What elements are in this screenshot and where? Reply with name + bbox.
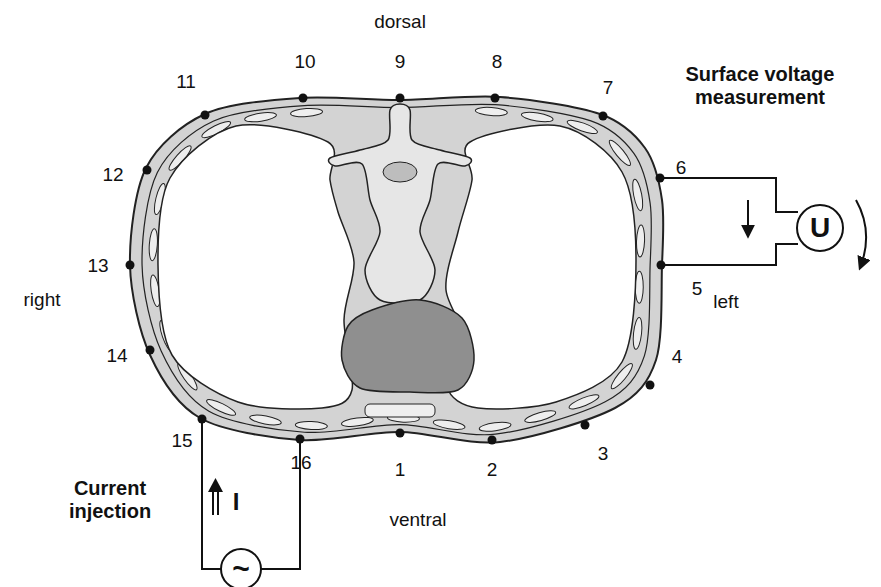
source-circle: ~ (220, 548, 262, 587)
rib (479, 421, 512, 433)
electrode-number: 2 (487, 459, 498, 481)
rib (295, 421, 327, 431)
symbol-text: U (810, 214, 830, 242)
label: dorsal (374, 11, 426, 33)
electrode (126, 261, 135, 270)
label: ventral (389, 509, 446, 531)
rib (244, 111, 277, 123)
rib (249, 413, 282, 427)
current-arrow (212, 488, 214, 515)
electrode-number: 9 (395, 51, 406, 73)
electrode-number: 7 (603, 77, 614, 99)
rib (524, 408, 557, 424)
wire (660, 178, 798, 212)
electrode-number: 3 (598, 443, 609, 465)
electrode (599, 112, 608, 121)
symbol-text: ~ (232, 554, 250, 584)
rib (290, 107, 322, 117)
electrode-number: 5 (692, 278, 703, 300)
current-arrow (217, 488, 219, 515)
electrode (143, 166, 152, 175)
electrode-number: 10 (294, 51, 315, 73)
label: I (233, 488, 240, 516)
spinal-canal (383, 162, 417, 182)
rib (433, 418, 466, 431)
rib (148, 228, 158, 260)
thorax-outline (130, 96, 663, 442)
wire (660, 244, 798, 265)
lung (446, 125, 636, 409)
electrode-number: 12 (102, 164, 123, 186)
electrode (201, 111, 210, 120)
label: Current injection (45, 477, 175, 523)
label: Surface voltage measurement (640, 63, 880, 109)
sternum (365, 404, 435, 417)
electrode-number: 4 (672, 346, 683, 368)
spine (329, 104, 472, 303)
electrode-number: 1 (395, 459, 406, 481)
electrode (146, 346, 155, 355)
electrode-number: 14 (106, 345, 127, 367)
rib (632, 317, 643, 350)
rib (636, 225, 645, 257)
electrode (646, 381, 655, 390)
rib (475, 106, 507, 116)
rotation-arrow (856, 200, 866, 268)
electrode (396, 94, 405, 103)
electrode-number: 15 (171, 430, 192, 452)
label: left (713, 291, 738, 313)
electrode-number: 11 (176, 71, 196, 93)
rib (341, 416, 374, 428)
electrode (581, 421, 590, 430)
current-arrowhead (208, 478, 223, 492)
wire (202, 420, 222, 569)
electrode (488, 436, 497, 445)
lung (158, 125, 354, 409)
electrode-number: 16 (290, 452, 311, 474)
voltmeter-circle: U (796, 204, 844, 252)
electrode (299, 94, 308, 103)
heart (341, 300, 474, 393)
electrode-number: 13 (87, 255, 108, 277)
electrode-number: 8 (492, 51, 503, 73)
rib-layer (142, 104, 651, 435)
thorax-body (126, 94, 666, 445)
rib (521, 110, 554, 123)
electrode (396, 429, 405, 438)
electrode (491, 94, 500, 103)
electrode-number: 6 (676, 157, 687, 179)
voltage-arrow (747, 200, 749, 236)
label: right (24, 289, 61, 311)
